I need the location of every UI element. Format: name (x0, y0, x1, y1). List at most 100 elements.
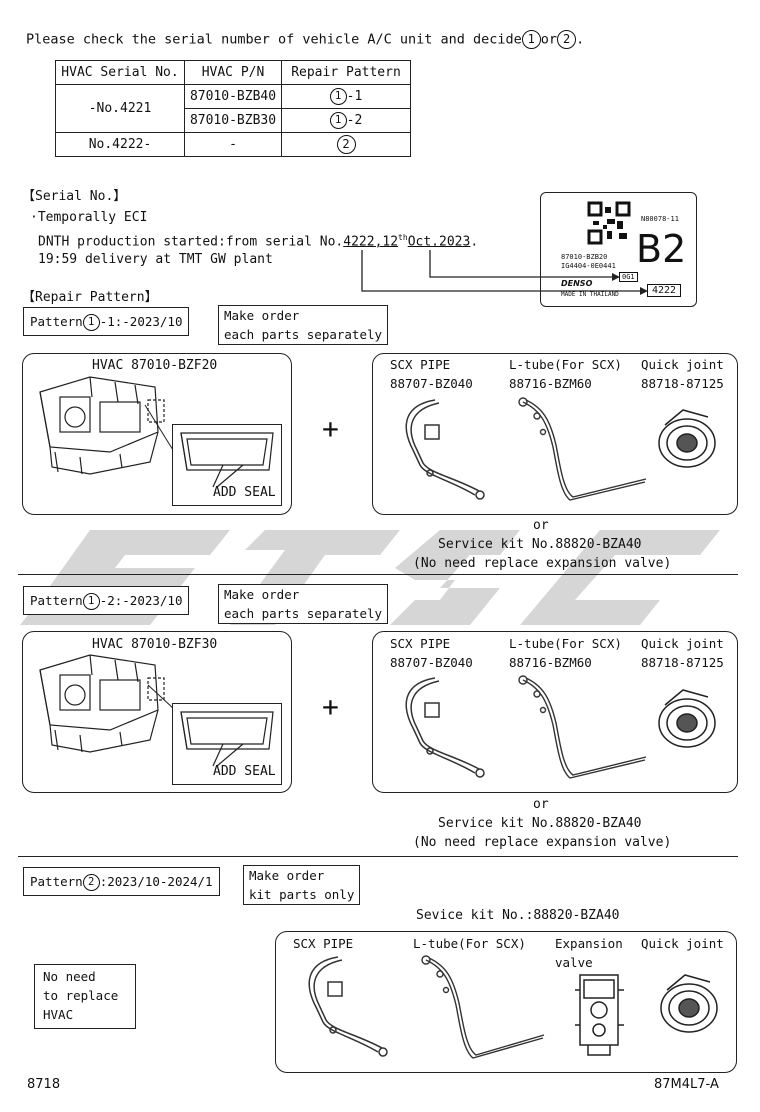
label-big-code: B2 (636, 227, 687, 271)
l-tube-drawing (518, 397, 647, 501)
service-kit-text: Service kit No.88820-BZA40 (438, 816, 642, 831)
order-note-line-2: each parts separately (224, 606, 383, 621)
scx-pipe-drawing (405, 399, 485, 500)
no-need-note: No need to replace HVAC (34, 964, 136, 1029)
intro-or: or (540, 31, 558, 48)
circled-1-icon: 1 (521, 30, 541, 49)
cell-pn: 87010-BZB40 (184, 84, 282, 109)
label-line-1: 87010-BZB20 (561, 253, 608, 261)
part-l-tube: L-tube(For SCX) 88716-BZM60 (509, 634, 622, 672)
intro-end: . (576, 31, 585, 48)
part-number: 88718-87125 (641, 376, 724, 391)
col-header-pattern: Repair Pattern (281, 60, 411, 85)
part-l-tube: L-tube(For SCX) (413, 936, 526, 951)
serial-line-1: ·Temporally ECI (30, 210, 148, 225)
pattern-date: -2:-2023/10 (99, 593, 183, 608)
serial-line-2: DNTH production started:from serial No.4… (38, 233, 478, 249)
circled-1-icon: 1 (82, 593, 100, 610)
service-kit-note: (No need replace expansion valve) (413, 556, 672, 571)
kit-title: Sevice kit No.:88820-BZA40 (416, 908, 620, 923)
cell-pn: 87010-BZB30 (184, 108, 282, 133)
or-text: or (533, 518, 549, 533)
order-note-line-2: kit parts only (249, 887, 355, 902)
hvac-label: HVAC 87010-BZF20 (92, 358, 218, 373)
order-note: Make order each parts separately (218, 305, 389, 345)
add-seal-label: ADD SEAL (213, 485, 276, 500)
serial-number: 4222 (343, 234, 375, 250)
hvac-label: HVAC 87010-BZF30 (92, 637, 218, 652)
part-name: L-tube(For SCX) (509, 357, 622, 372)
label-line-3: 0G1 (619, 272, 638, 282)
order-note: Make order kit parts only (243, 865, 361, 905)
part-name: SCX PIPE (390, 357, 451, 372)
part-number: 88718-87125 (641, 655, 724, 670)
no-need-line-3: HVAC (43, 1007, 74, 1022)
seal-detail-inset: ADD SEAL (172, 424, 282, 506)
order-note: Make order each parts separately (218, 584, 389, 624)
pattern-label-text: Pattern (30, 314, 83, 329)
serial-heading: 【Serial No.】 (22, 189, 127, 204)
plus-sign: + (322, 412, 339, 445)
parts-panel (372, 353, 738, 515)
part-name: Expansion (555, 936, 623, 951)
circled-1-icon: 1 (329, 112, 347, 129)
intro-text: Please check the serial number of vehicl… (26, 30, 584, 49)
serial-line-3: 19:59 delivery at TMT GW plant (38, 252, 273, 267)
quick-joint-drawing (658, 689, 716, 748)
part-name-line-2: valve (555, 955, 593, 970)
table-row: 87010-BZB30 1-2 (56, 108, 411, 133)
hvac-unit-panel (22, 353, 292, 515)
plus-sign: + (322, 690, 339, 723)
serial-month: Oct.2023 (407, 234, 471, 250)
serial-date: ,12 (374, 234, 399, 250)
quick-joint-drawing (660, 974, 718, 1033)
unit-label-card: N80078-11 B2 87010-BZB20 IG4404-0E0441 0… (540, 192, 697, 307)
label-line-2: IG4404-0E0441 (561, 262, 616, 270)
divider (18, 856, 738, 857)
circled-1-icon: 1 (82, 314, 100, 331)
add-seal-label: ADD SEAL (213, 764, 276, 779)
pattern-label-text: Pattern (30, 874, 83, 889)
table-row: No.4222- - 2 (55, 132, 411, 157)
part-quick-joint: Quick joint 88718-87125 (641, 355, 724, 393)
order-note-line-1: Make order (224, 308, 300, 323)
cell-serial: -No.4221 (55, 84, 185, 133)
pattern-date: -1:-2023/10 (99, 314, 183, 329)
seal-detail-inset: ADD SEAL (172, 703, 282, 785)
seal-callout-lines (147, 684, 175, 710)
expansion-valve-drawing (575, 974, 624, 1056)
part-quick-joint: Quick joint 88718-87125 (641, 634, 724, 672)
serial-table: HVAC Serial No. HVAC P/N Repair Pattern … (55, 60, 411, 157)
footer-right: 87M4L7-A (654, 1077, 719, 1092)
label-serial-box: 4222 (647, 284, 682, 297)
service-kit-text: Service kit No.88820-BZA40 (438, 537, 642, 552)
circled-2-icon: 2 (336, 135, 356, 154)
part-l-tube: L-tube(For SCX) 88716-BZM60 (509, 355, 622, 393)
part-expansion-valve: Expansion valve (555, 934, 623, 972)
qr-code-icon (587, 201, 631, 245)
quick-joint-drawing (658, 409, 716, 468)
cell-pattern: 1-2 (281, 108, 411, 133)
part-name: L-tube(For SCX) (509, 636, 622, 651)
service-kit-note: (No need replace expansion valve) (413, 835, 672, 850)
circled-2-icon: 2 (82, 874, 100, 891)
part-scx-pipe: SCX PIPE 88707-BZ040 (390, 355, 473, 393)
cell-serial: No.4222- (55, 132, 185, 157)
pattern-suffix: -1 (346, 89, 363, 104)
label-code-small: N80078-11 (641, 215, 679, 223)
order-note-line-2: each parts separately (224, 327, 383, 342)
label-brand: DENSO (561, 279, 593, 288)
part-scx-pipe: SCX PIPE (293, 936, 354, 951)
part-scx-pipe: SCX PIPE 88707-BZ040 (390, 634, 473, 672)
seal-frame-drawing (180, 711, 274, 767)
part-quick-joint: Quick joint (641, 936, 724, 951)
footer-left: 8718 (27, 1077, 61, 1092)
scx-pipe-drawing (405, 677, 485, 778)
hvac-unit-panel (22, 631, 292, 793)
col-header-serial: HVAC Serial No. (55, 60, 185, 85)
l-tube-drawing (421, 955, 545, 1059)
circled-1-icon: 1 (329, 88, 347, 105)
repair-heading: 【Repair Pattern】 (22, 290, 158, 305)
intro-sentence: Please check the serial number of vehicl… (26, 31, 522, 48)
